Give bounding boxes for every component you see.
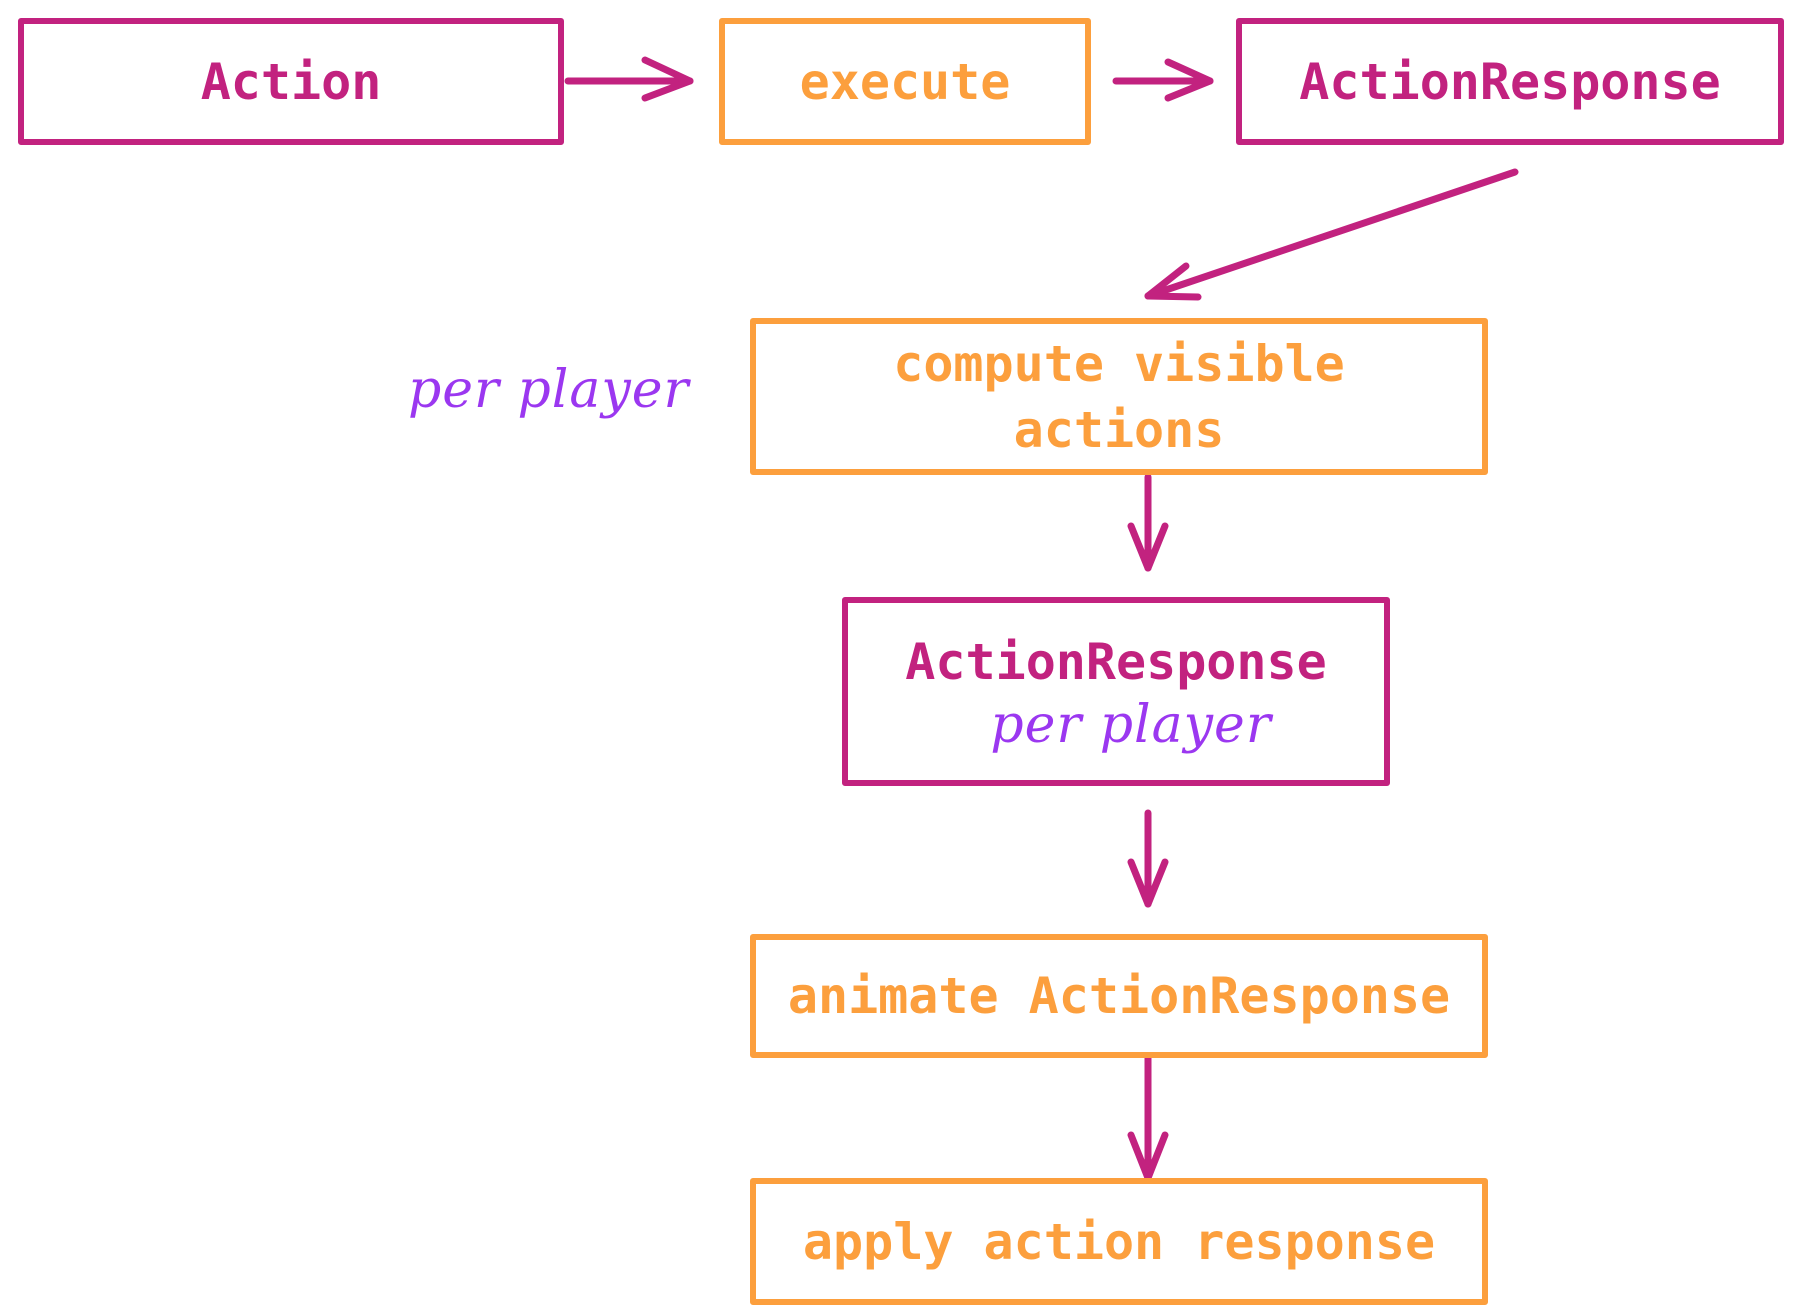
action-label: Action xyxy=(200,52,382,111)
compute-visible-line1: compute visible xyxy=(893,334,1345,393)
compute-visible-actions-node: compute visible actions xyxy=(750,318,1488,475)
execute-label: execute xyxy=(799,52,1011,111)
compute-visible-line2: actions xyxy=(1013,400,1225,459)
arrow-actionresponse-to-compute xyxy=(1144,168,1519,301)
animate-action-response-node: animate ActionResponse xyxy=(750,934,1488,1058)
action-node: Action xyxy=(18,18,564,145)
arrow-animate-to-apply xyxy=(1127,1054,1169,1182)
apply-action-response-node: apply action response xyxy=(750,1178,1488,1305)
action-response-per-player-label: ActionResponse xyxy=(905,632,1327,691)
execute-node: execute xyxy=(719,18,1091,145)
arrow-action-to-execute xyxy=(564,56,694,102)
per-player-note: per player xyxy=(990,694,1272,755)
arrow-actionresponse-per-player-to-animate xyxy=(1127,809,1169,908)
action-response-node: ActionResponse xyxy=(1236,18,1784,145)
per-player-annotation: per player xyxy=(408,360,690,420)
action-response-label: ActionResponse xyxy=(1299,52,1721,111)
arrow-compute-to-actionresponse-per-player xyxy=(1127,473,1169,572)
animate-label: animate ActionResponse xyxy=(787,967,1451,1025)
apply-label: apply action response xyxy=(802,1212,1436,1271)
arrow-execute-to-actionresponse xyxy=(1112,58,1214,102)
action-response-per-player-node: ActionResponse per player xyxy=(842,597,1390,786)
